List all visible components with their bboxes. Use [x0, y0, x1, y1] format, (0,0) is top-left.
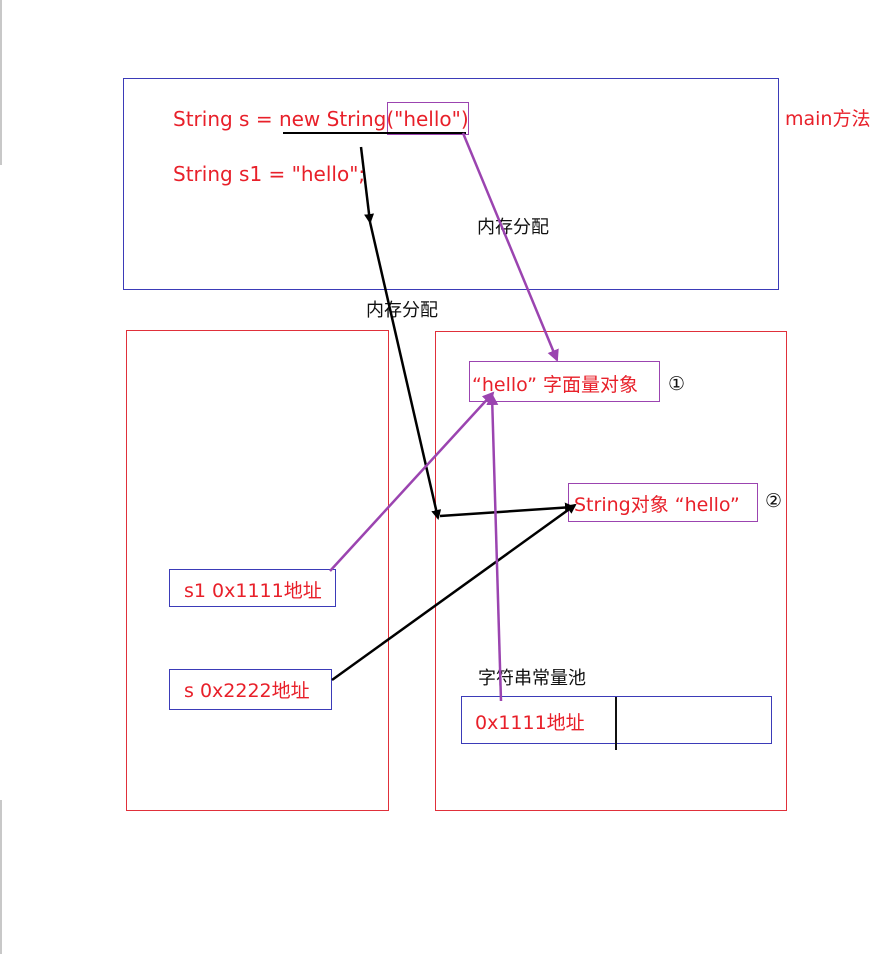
code-line-literal: String s1 = "hello"; [173, 162, 366, 186]
main-method-frame [123, 78, 779, 290]
alloc-arrow-segment-2 [368, 221, 442, 520]
string-object-number: ② [765, 490, 783, 512]
pool-reference-arrow [486, 393, 503, 702]
left-edge-mark-bottom [0, 800, 2, 954]
s1-variable-box [169, 569, 336, 607]
main-method-label: main方法 [785, 108, 871, 130]
string-object-label: String对象 “hello” [574, 494, 740, 516]
string-pool-cell-divider [615, 697, 617, 750]
s1-reference-arrow [329, 391, 495, 572]
string-pool-label: 字符串常量池 [478, 668, 586, 689]
code-line-new-string: String s = new String("hello") [173, 107, 469, 131]
hello-literal-highlight [387, 102, 469, 135]
literal-object-label: “hello” 字面量对象 [472, 374, 638, 396]
alloc-arrow-to-string-object [439, 502, 575, 518]
s1-variable-label: s1 0x1111地址 [184, 580, 322, 602]
alloc-arrow-segment-1 [359, 146, 375, 224]
s-variable-label: s 0x2222地址 [184, 680, 310, 702]
literal-object-box [469, 361, 660, 402]
memory-alloc-label-2: 内存分配 [366, 300, 438, 321]
stack-region [126, 330, 389, 811]
heap-region [435, 331, 787, 811]
s-variable-box [169, 669, 332, 710]
string-pool-entry: 0x1111地址 [475, 712, 585, 734]
literal-alloc-arrow [461, 132, 559, 362]
memory-alloc-label-1: 内存分配 [477, 217, 549, 238]
left-edge-mark-top [0, 0, 2, 165]
literal-object-number: ① [668, 373, 686, 395]
s-reference-arrow [331, 503, 577, 682]
string-object-box [568, 483, 758, 522]
